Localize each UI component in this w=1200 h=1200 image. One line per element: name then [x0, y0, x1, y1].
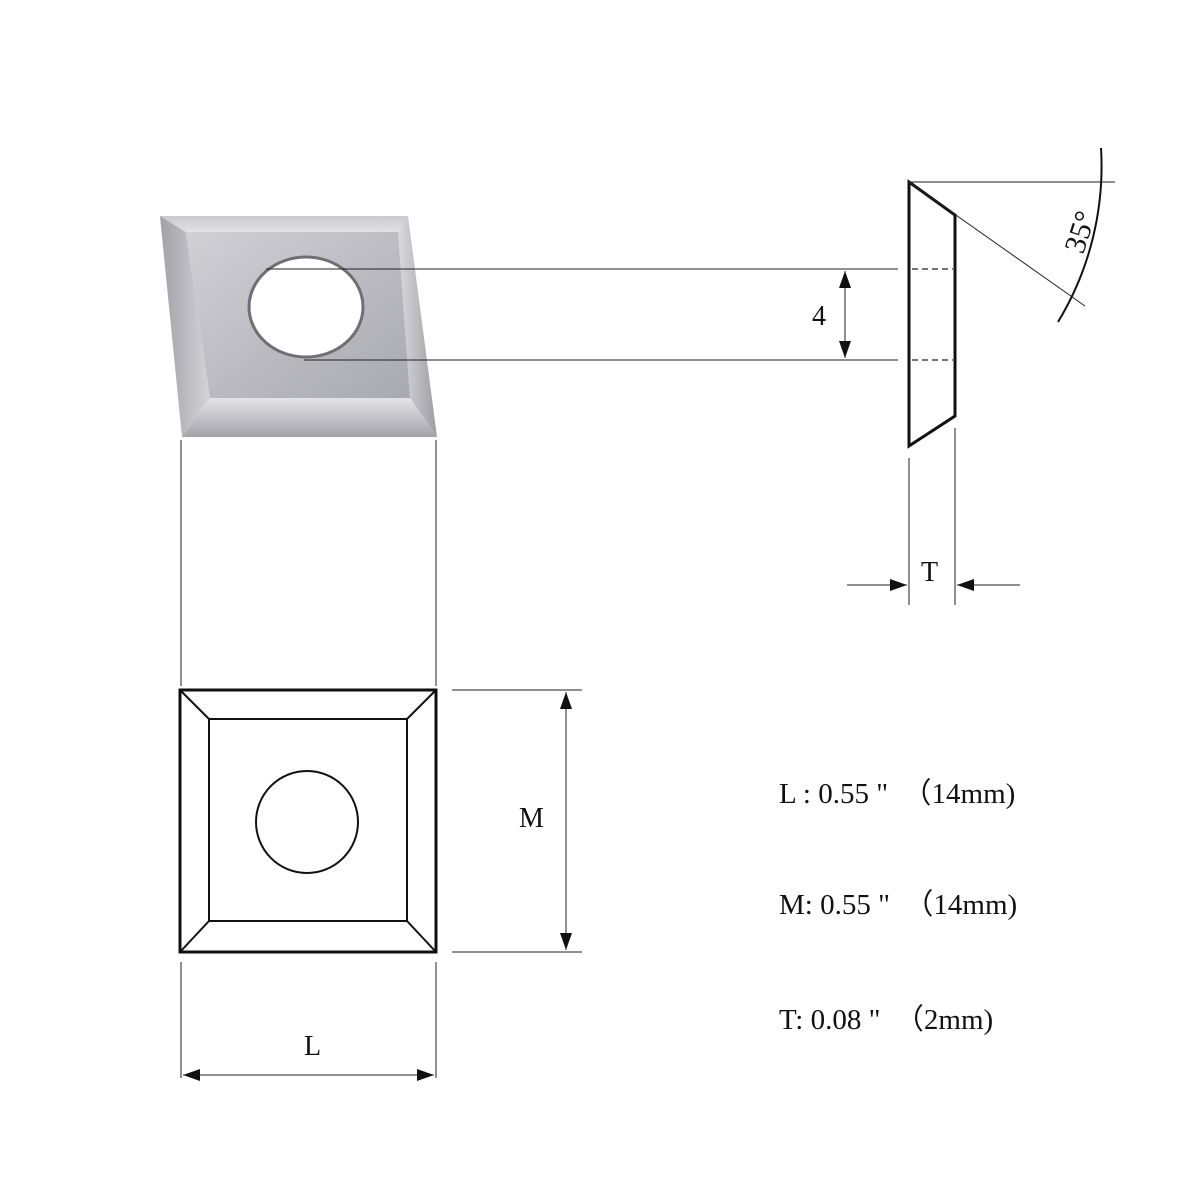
- profile-outline: [907, 179, 957, 449]
- insert-bevel-top: [160, 216, 408, 232]
- hole-arrow-up: [839, 271, 851, 288]
- height-arrow-up: [560, 692, 572, 709]
- front-inner-outline: [208, 718, 408, 922]
- hole-label: 4: [812, 301, 826, 332]
- spec-length: L : 0.55 " （14mm): [779, 778, 1015, 810]
- thickness-arrow-left: [890, 579, 907, 591]
- spec-height: M: 0.55 " （14mm): [779, 889, 1017, 921]
- front-corner-br: [406, 920, 437, 953]
- length-arrow-left: [183, 1069, 200, 1081]
- insert-bevel-bottom: [182, 398, 437, 437]
- hole-dimension: 4: [266, 268, 898, 361]
- front-view: [178, 688, 438, 954]
- front-corner-tl: [179, 689, 210, 720]
- front-mounting-hole: [255, 770, 359, 874]
- height-dimension: M: [452, 689, 582, 953]
- insert-photo: [160, 216, 437, 437]
- thickness-label: T: [921, 557, 938, 588]
- length-dimension: L: [180, 962, 437, 1081]
- angle-arc: [1057, 147, 1103, 323]
- front-corner-tr: [406, 689, 437, 720]
- insert-mounting-hole: [247, 255, 365, 359]
- front-corner-bl: [179, 920, 210, 953]
- front-outer-outline: [178, 688, 438, 954]
- hole-arrow-down: [839, 341, 851, 358]
- length-arrow-right: [417, 1069, 434, 1081]
- insert-bevel-right: [398, 216, 437, 437]
- spec-thickness: T: 0.08 " （2mm): [779, 1004, 993, 1036]
- angle-label: 35°: [1058, 207, 1102, 257]
- length-label: L: [304, 1031, 321, 1062]
- angle-bevel-line: [908, 181, 1086, 307]
- side-profile: 35°: [907, 147, 1115, 449]
- thickness-arrow-right: [957, 579, 974, 591]
- height-arrow-down: [560, 933, 572, 950]
- insert-bevel-left: [160, 216, 210, 437]
- height-label: M: [519, 803, 544, 834]
- thickness-dimension: T: [847, 428, 1020, 605]
- spec-list: L : 0.55 " （14mm) M: 0.55 " （14mm) T: 0.…: [779, 778, 1017, 1036]
